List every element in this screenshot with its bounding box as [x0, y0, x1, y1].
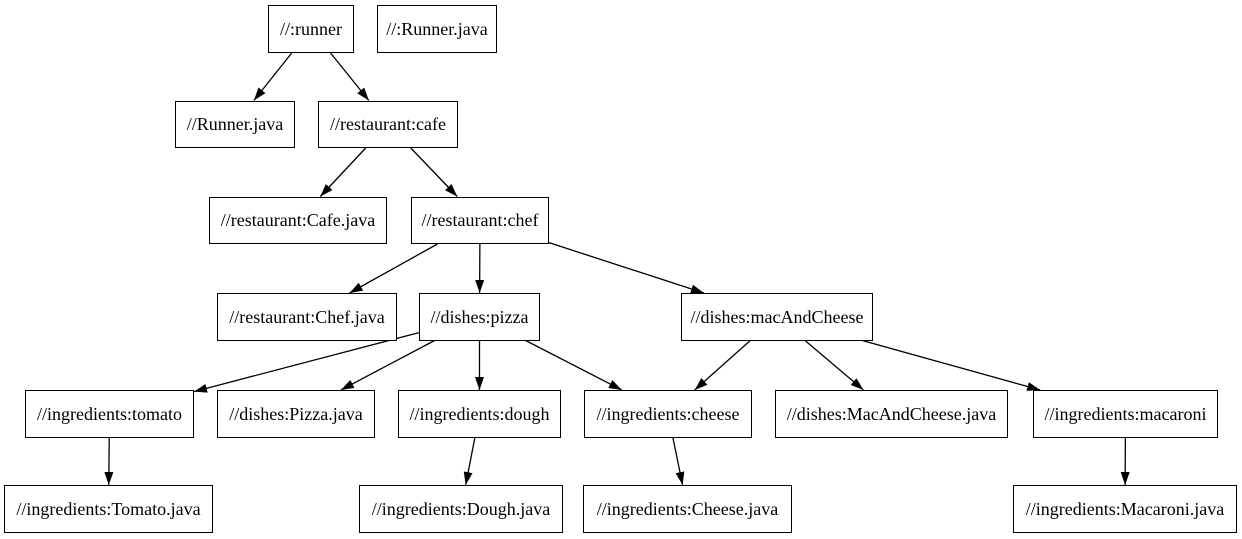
edge-chef-to-chef-java	[349, 243, 438, 294]
graph-node-cheese-java: //ingredients:Cheese.java	[583, 485, 792, 533]
edge-runner-to-runner-java	[253, 52, 293, 101]
graph-node-pizza-java: //dishes:Pizza.java	[217, 390, 375, 438]
edge-cafe-to-cafe-java	[319, 147, 367, 197]
graph-node-cafe: //restaurant:cafe	[318, 100, 458, 148]
edge-pizza-to-pizza-java	[340, 339, 435, 391]
edge-cafe-to-chef	[410, 147, 458, 197]
graph-node-pizza: //dishes:pizza	[419, 293, 540, 341]
edge-pizza-to-tomato	[193, 331, 420, 393]
edge-cheese-to-cheese-java	[672, 437, 685, 486]
graph-node-dough: //ingredients:dough	[398, 390, 561, 438]
graph-node-tomato: //ingredients:tomato	[25, 390, 194, 438]
graph-node-tomato-java: //ingredients:Tomato.java	[4, 485, 213, 533]
graph-node-chef-java: //restaurant:Chef.java	[217, 293, 397, 341]
graph-node-mac-and-cheese-java: //dishes:MacAndCheese.java	[775, 390, 1008, 438]
graph-node-runner: //:runner	[268, 5, 354, 53]
graph-node-mac-and-cheese: //dishes:macAndCheese	[681, 293, 873, 341]
graph-node-chef: //restaurant:chef	[411, 196, 549, 244]
edge-mac-and-cheese-to-mac-and-cheese-java	[804, 340, 864, 391]
edge-mac-and-cheese-to-cheese	[694, 340, 751, 391]
graph-node-runner-java: //Runner.java	[175, 100, 295, 148]
graph-node-dough-java: //ingredients:Dough.java	[359, 485, 563, 533]
edge-runner-to-cafe	[329, 52, 370, 101]
graph-node-runner-java-root: //:Runner.java	[377, 5, 497, 53]
graph-node-cafe-java: //restaurant:Cafe.java	[209, 196, 387, 244]
edge-mac-and-cheese-to-macaroni	[862, 339, 1041, 391]
edge-pizza-to-cheese	[525, 339, 623, 391]
edge-chef-to-mac-and-cheese	[548, 242, 705, 294]
edge-dough-to-dough-java	[463, 437, 476, 486]
graph-node-macaroni-java: //ingredients:Macaroni.java	[1013, 485, 1237, 533]
graph-node-cheese: //ingredients:cheese	[584, 390, 752, 438]
graph-node-macaroni: //ingredients:macaroni	[1033, 390, 1218, 438]
